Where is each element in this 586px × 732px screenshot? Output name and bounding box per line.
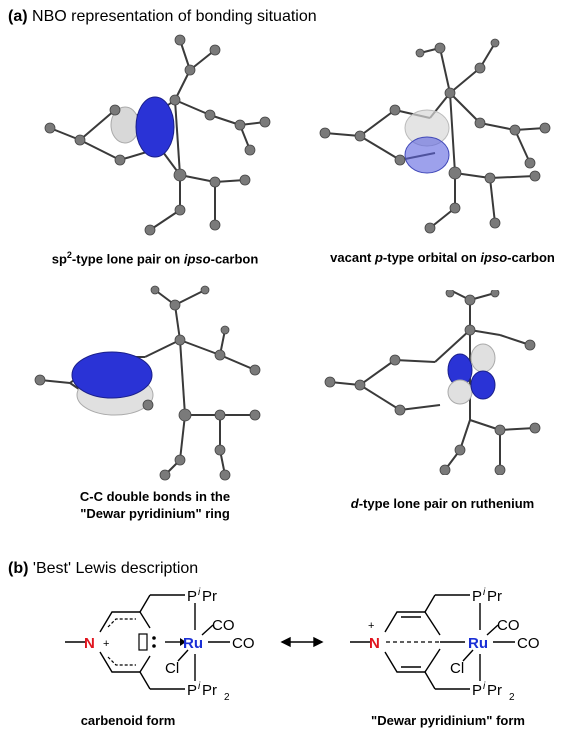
nbo-panel-sp2-lone-pair (30, 30, 280, 240)
svg-text:Pr: Pr (487, 682, 502, 699)
orbital-lobe-blue (71, 351, 153, 399)
caption-d-lone-pair: d-type lone pair on ruthenium (350, 496, 535, 511)
svg-text:i: i (198, 587, 201, 598)
caption-carbenoid-form: carbenoid form (81, 713, 176, 728)
svg-text:i: i (483, 681, 486, 692)
orbital-lobe-blue (404, 136, 450, 174)
molecule-sp2-lone-pair (44, 34, 271, 236)
svg-text:+: + (103, 638, 109, 650)
nbo-panel-d-lone-pair (320, 288, 570, 476)
resonance-arrow (280, 636, 324, 648)
dewar-pyridinium-structure: N + Ru P i Pr P i Pr 2 CO CO Cl (350, 587, 540, 703)
svg-text:Cl: Cl (165, 660, 179, 677)
lewis-structures: N + Ru P i Pr P i Pr 2 CO CO Cl (65, 587, 540, 728)
section-a-title: (a) NBO representation of bonding situat… (8, 8, 317, 26)
molecule-vacant-p-orbital (319, 38, 551, 234)
caption-vacant-p-orbital: vacant p-type orbital on ipso-carbon (330, 250, 555, 265)
svg-text:2: 2 (224, 692, 230, 703)
caption-dewar-pyridinium-form: "Dewar pyridinium" form (371, 713, 525, 728)
ruthenium-atom: Ru (468, 635, 488, 652)
carbenoid-structure: N + Ru P i Pr P i Pr 2 CO CO Cl (65, 587, 255, 703)
svg-text:P: P (472, 588, 482, 605)
section-b-title: (b) 'Best' Lewis description (8, 560, 198, 578)
svg-text:Pr: Pr (202, 588, 217, 605)
svg-text:i: i (198, 681, 201, 692)
nitrogen-atom: N (84, 635, 95, 652)
ruthenium-atom: Ru (183, 635, 203, 652)
nitrogen-atom: N (369, 635, 380, 652)
section-a-text: NBO representation of bonding situation (32, 8, 317, 25)
section-a-letter: (a) (8, 8, 28, 25)
svg-text:CO: CO (517, 635, 540, 652)
svg-text:CO: CO (497, 617, 520, 634)
section-b-letter: (b) (8, 560, 29, 577)
svg-text:P: P (187, 588, 197, 605)
svg-text:P: P (187, 682, 197, 699)
svg-text:CO: CO (232, 635, 255, 652)
svg-text:P: P (472, 682, 482, 699)
molecule-cc-double-bonds (34, 285, 261, 481)
svg-text:Cl: Cl (450, 660, 464, 677)
nbo-panel-vacant-p-orbital (315, 38, 565, 238)
orbital-lobe-blue (135, 96, 175, 158)
svg-text:Pr: Pr (202, 682, 217, 699)
caption-sp2-lone-pair: sp2-type lone pair on ipso-carbon (51, 250, 259, 267)
svg-text:+: + (368, 620, 374, 632)
caption-cc-double-bonds: C-C double bonds in the "Dewar pyridiniu… (79, 489, 231, 521)
svg-text:Pr: Pr (487, 588, 502, 605)
svg-text:i: i (483, 587, 486, 598)
svg-text:2: 2 (509, 692, 515, 703)
svg-text:CO: CO (212, 617, 235, 634)
nbo-panel-cc-double-bonds (30, 285, 280, 485)
molecule-d-lone-pair (324, 288, 541, 476)
section-b-text: 'Best' Lewis description (32, 560, 199, 577)
